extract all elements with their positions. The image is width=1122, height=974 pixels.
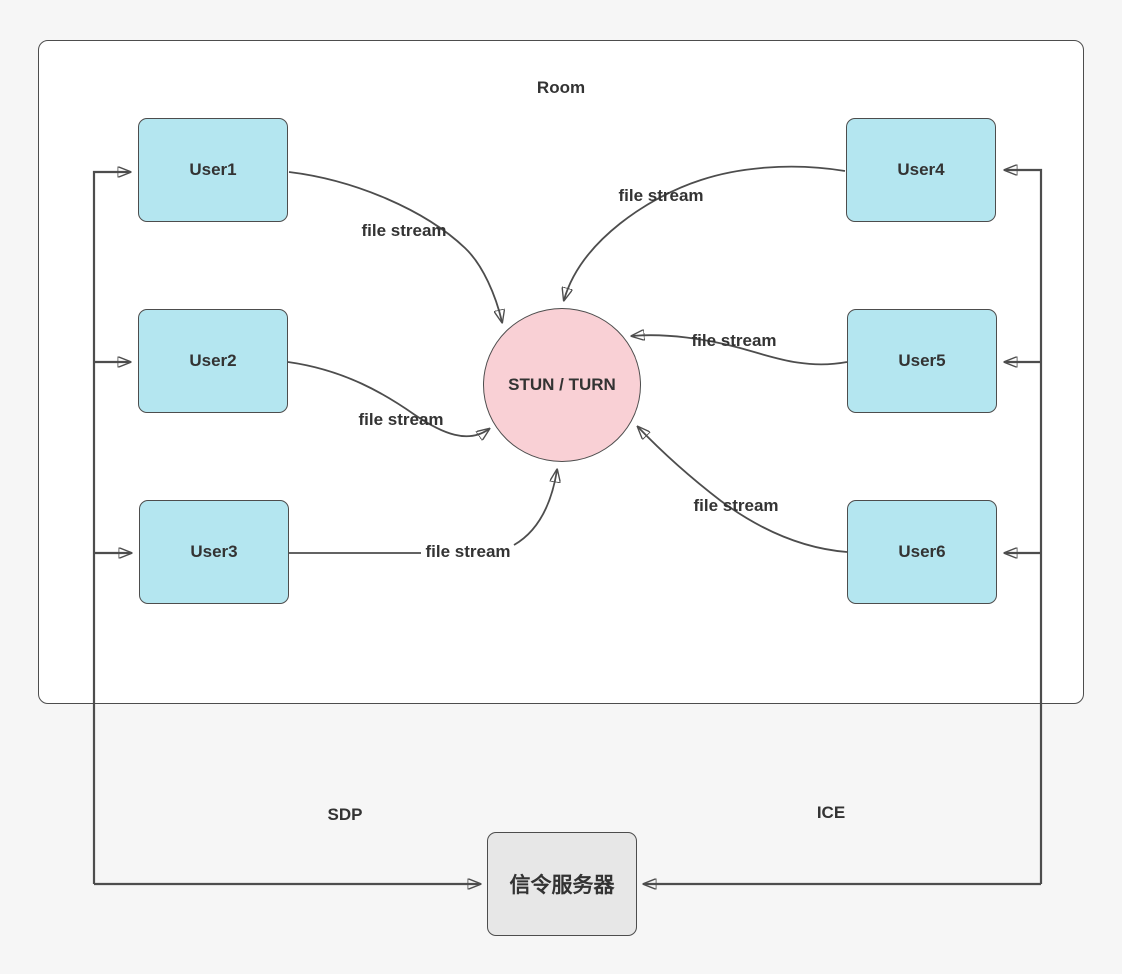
node-user6-label: User6: [898, 542, 946, 561]
edge-label-file-stream-1: file stream: [361, 221, 447, 240]
edge-label-file-stream-3: file stream: [425, 542, 511, 561]
edge-label-file-stream-2: file stream: [358, 410, 444, 429]
room-title: Room: [536, 78, 586, 97]
edge-label-file-stream-6: file stream: [693, 496, 779, 515]
node-user3: User3: [139, 500, 289, 604]
node-user2-label: User2: [189, 351, 237, 370]
node-user5-label: User5: [898, 351, 946, 370]
node-user2: User2: [138, 309, 288, 413]
stun-turn-label: STUN / TURN: [508, 375, 616, 394]
node-user1: User1: [138, 118, 288, 222]
node-stun-turn: STUN / TURN: [483, 308, 641, 462]
node-user3-label: User3: [190, 542, 238, 561]
signaling-server-label: 信令服务器: [509, 874, 615, 897]
edge-label-file-stream-4: file stream: [618, 186, 704, 205]
node-user4: User4: [846, 118, 996, 222]
node-user4-label: User4: [897, 160, 945, 179]
node-user6: User6: [847, 500, 997, 604]
node-user5: User5: [847, 309, 997, 413]
edge-label-file-stream-5: file stream: [691, 331, 777, 350]
edge-label-sdp: SDP: [327, 805, 363, 824]
node-user1-label: User1: [189, 160, 237, 179]
edge-label-ice: ICE: [816, 803, 846, 822]
node-signaling-server: 信令服务器: [487, 832, 637, 936]
